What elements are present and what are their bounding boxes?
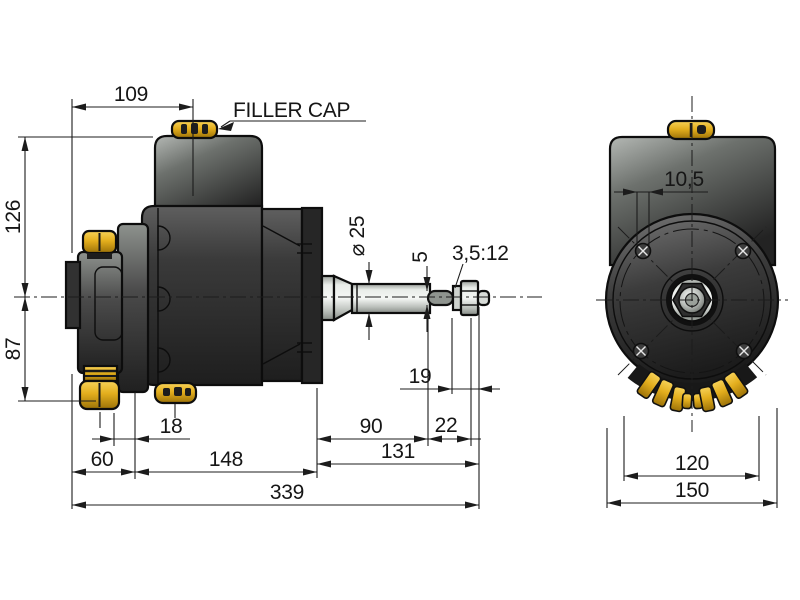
svg-text:⌀ 25: ⌀ 25 bbox=[346, 216, 369, 257]
front-view bbox=[591, 96, 793, 432]
tank-bolt-middle bbox=[157, 286, 171, 312]
mounting-hole-bottom-left bbox=[632, 342, 650, 360]
shaft-thread-tip bbox=[476, 289, 491, 307]
mounting-hole-top-left bbox=[634, 242, 652, 260]
pump-body-side bbox=[140, 204, 264, 387]
tank-bolt-bottom bbox=[157, 347, 171, 373]
svg-text:126: 126 bbox=[2, 200, 25, 234]
svg-text:60: 60 bbox=[91, 448, 114, 471]
reservoir-tank-side bbox=[153, 134, 264, 228]
hydraulic-port-fitting-top bbox=[81, 229, 118, 259]
shaft-nut bbox=[459, 279, 480, 317]
dim-shaft-exposed: 90 22 bbox=[317, 316, 481, 446]
dim-overall-width: 150 bbox=[606, 408, 778, 508]
steering-shaft bbox=[320, 274, 491, 322]
tank-bolt-top bbox=[157, 225, 171, 251]
svg-text:120: 120 bbox=[675, 452, 709, 475]
port-block bbox=[76, 250, 124, 375]
dim-shaft-total: 131 bbox=[317, 307, 480, 509]
filler-cap-label: FILLER CAP bbox=[218, 99, 366, 131]
dim-key-width: 5 bbox=[409, 251, 432, 332]
dim-filler-cap-offset: 109 bbox=[71, 83, 193, 253]
dim-shaft-diameter: ⌀ 25 bbox=[346, 216, 373, 340]
drain-plug bbox=[153, 381, 198, 405]
dim-port-span: 120 bbox=[623, 416, 760, 481]
dim-thread-length: 22 bbox=[435, 414, 458, 437]
shaft-washer bbox=[451, 284, 463, 312]
dim-height-below-center: 87 bbox=[2, 297, 96, 402]
svg-text:3,5:12: 3,5:12 bbox=[452, 242, 509, 265]
port-band bbox=[591, 199, 793, 401]
svg-text:FILLER CAP: FILLER CAP bbox=[233, 99, 350, 122]
mounting-hole-bottom-right bbox=[735, 342, 753, 360]
shaft-keyway bbox=[426, 289, 455, 307]
dim-mounting-hole: 10,5 bbox=[614, 168, 708, 246]
svg-text:19: 19 bbox=[409, 365, 432, 388]
svg-text:18: 18 bbox=[160, 415, 183, 438]
dim-rear-section: 60 148 bbox=[71, 374, 318, 509]
mounting-hole-top-right bbox=[734, 242, 752, 260]
side-view-dimensions: 109 FILLER CAP 126 87 bbox=[2, 83, 509, 509]
dim-shaft-taper: 3,5:12 bbox=[452, 242, 509, 289]
svg-text:10,5: 10,5 bbox=[664, 168, 704, 191]
pump-neck-side bbox=[260, 207, 304, 383]
mounting-holes bbox=[632, 242, 753, 360]
dim-body-length: 148 bbox=[209, 448, 243, 471]
svg-text:90: 90 bbox=[360, 415, 383, 438]
hydraulic-port-fitting-bottom bbox=[78, 364, 121, 411]
front-view-dimensions: 10,5 120 150 bbox=[606, 168, 778, 508]
dim-height-above-center: 126 bbox=[2, 136, 153, 297]
svg-text:339: 339 bbox=[270, 481, 304, 504]
dim-port-offset: 18 bbox=[92, 392, 190, 479]
svg-text:109: 109 bbox=[114, 83, 148, 106]
side-view bbox=[14, 99, 542, 411]
port-fittings-front bbox=[636, 371, 749, 413]
dim-key-to-shaft-end: 19 bbox=[400, 318, 500, 394]
filler-cap-side bbox=[170, 119, 219, 140]
dim-overall-length: 339 bbox=[72, 481, 479, 509]
rear-end-plate bbox=[64, 260, 82, 330]
svg-text:150: 150 bbox=[675, 479, 709, 502]
mounting-flange-side bbox=[300, 206, 324, 385]
svg-text:131: 131 bbox=[381, 440, 415, 463]
svg-text:5: 5 bbox=[409, 251, 432, 262]
svg-text:87: 87 bbox=[2, 338, 25, 361]
filler-cap-front bbox=[666, 119, 716, 141]
